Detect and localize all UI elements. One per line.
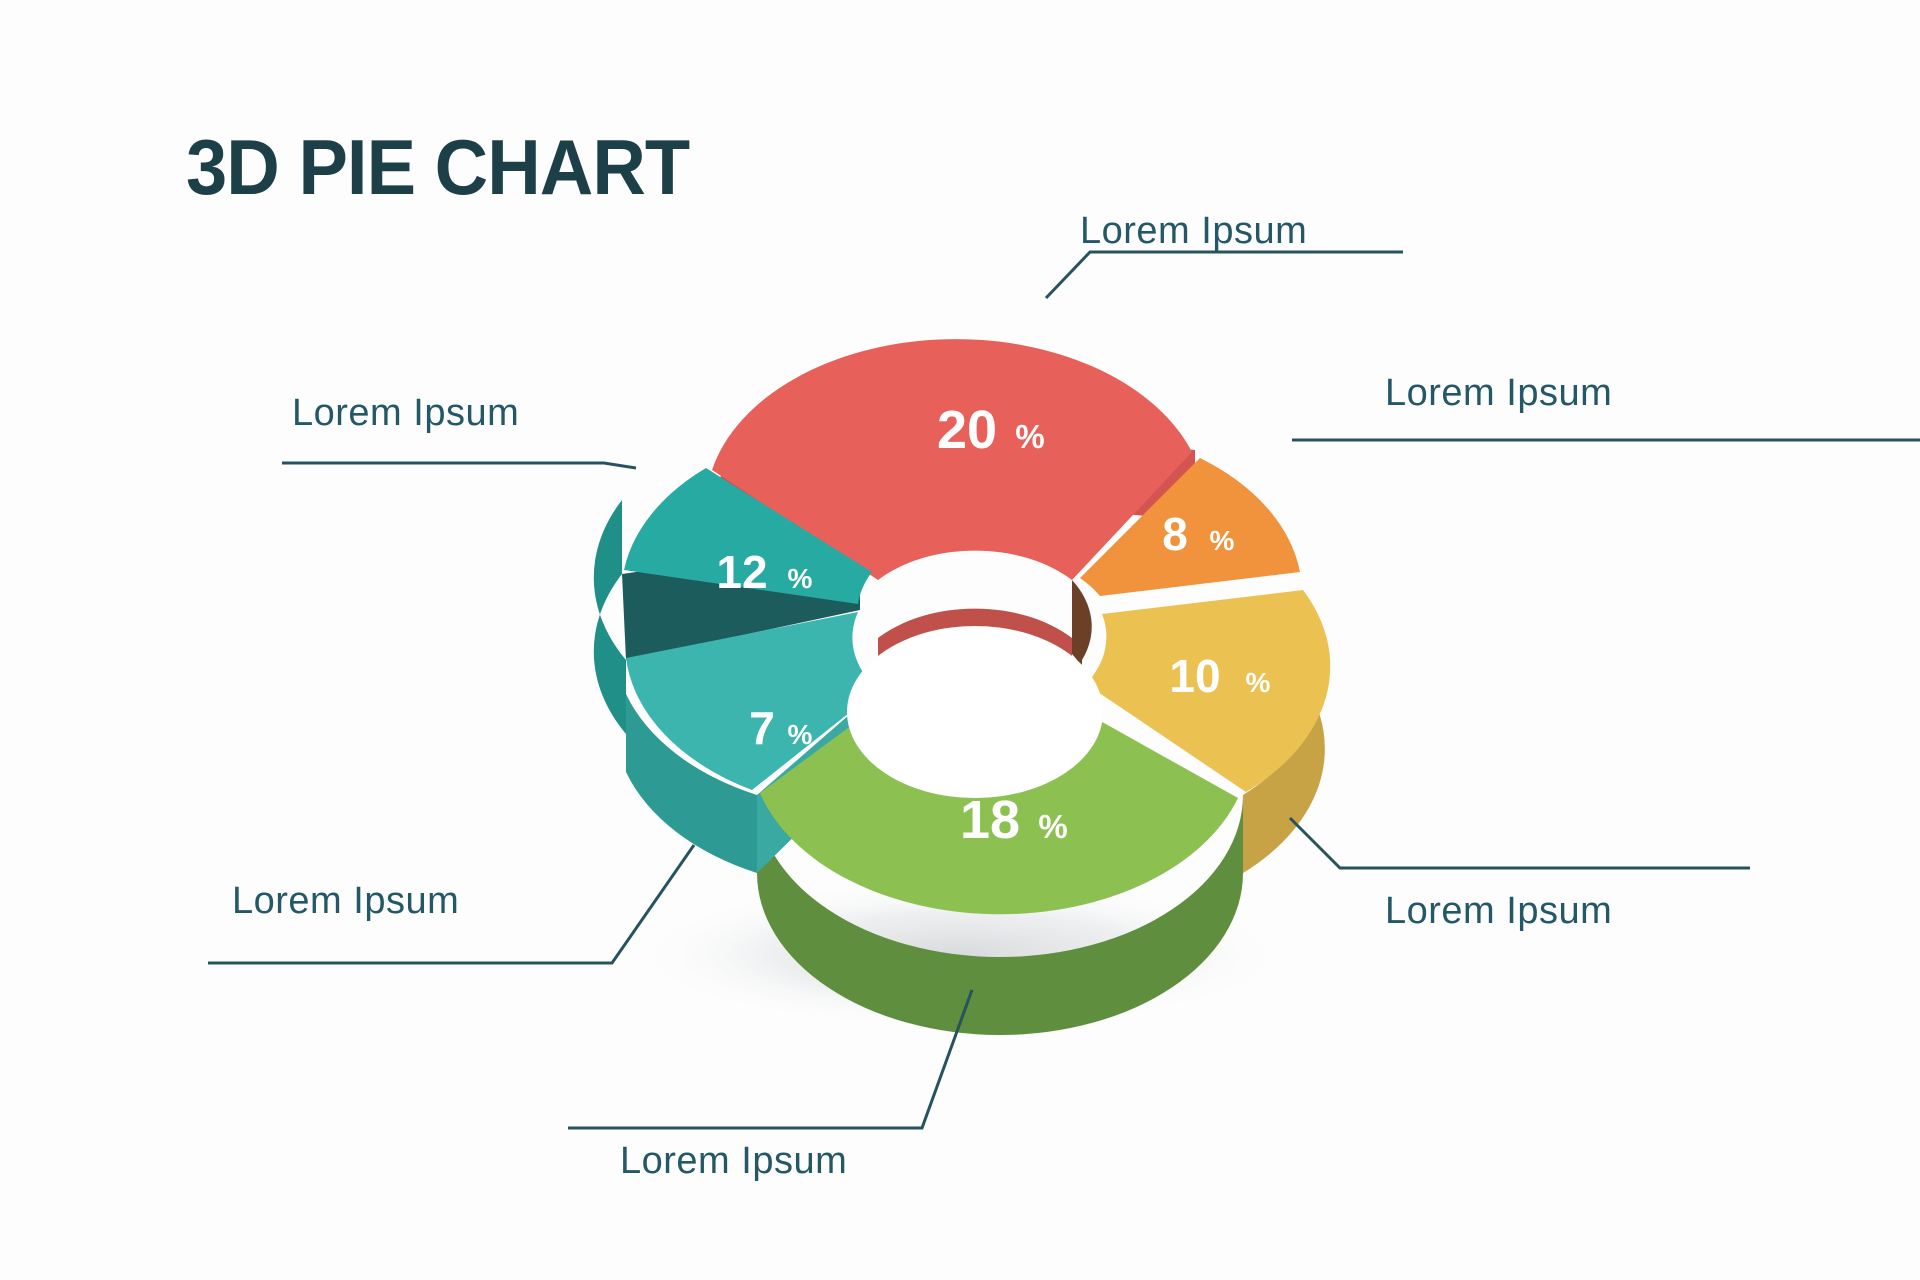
leader-lines bbox=[208, 250, 1920, 1130]
callout-label-right-lower: Lorem Ipsum bbox=[1385, 890, 1613, 932]
callout-label-left-upper: Lorem Ipsum bbox=[292, 392, 520, 434]
leader-line-left-lower bbox=[208, 844, 696, 965]
slice-teal12-outer-wall bbox=[593, 500, 626, 734]
slice-value-red: 20 % bbox=[937, 400, 1045, 460]
slice-teal12-top bbox=[624, 468, 872, 604]
slice-value-yellow: 10 % bbox=[1169, 650, 1270, 702]
slice-orange-top bbox=[1080, 458, 1300, 596]
slice-value-orange-number: 8 bbox=[1162, 508, 1188, 560]
slice-value-teal7-percent: % bbox=[788, 719, 813, 750]
leader-line-left-upper bbox=[282, 461, 637, 470]
slice-value-orange: 8 % bbox=[1162, 508, 1234, 560]
slice-value-red-number: 20 bbox=[937, 400, 997, 460]
slice-teal7-top bbox=[626, 612, 878, 790]
donut-hole bbox=[847, 626, 1103, 798]
slice-value-orange-percent: % bbox=[1210, 525, 1235, 556]
callout-label-left-lower: Lorem Ipsum bbox=[232, 880, 460, 922]
callout-label-right-upper: Lorem Ipsum bbox=[1385, 372, 1613, 414]
slice-teal7-outer-wall bbox=[626, 694, 757, 873]
slice-value-teal12: 12 % bbox=[716, 546, 812, 598]
callout-label-top-right: Lorem Ipsum bbox=[1080, 210, 1308, 252]
slice-yellow-top bbox=[1086, 590, 1331, 792]
slice-value-teal12-percent: % bbox=[788, 563, 813, 594]
slice-value-teal7-number: 7 bbox=[749, 702, 775, 754]
leader-line-bottom bbox=[568, 989, 974, 1130]
slice-value-green: 18 % bbox=[960, 790, 1068, 850]
slice-value-teal7: 7 % bbox=[749, 702, 812, 754]
leader-line-right-lower bbox=[1288, 816, 1750, 870]
slice-value-yellow-number: 10 bbox=[1169, 650, 1220, 702]
page-title: 3D PIE CHART bbox=[186, 123, 690, 211]
slice-green-outer-wall bbox=[757, 795, 1243, 1035]
leader-line-top-right bbox=[1044, 250, 1403, 300]
slice-value-green-number: 18 bbox=[960, 790, 1020, 850]
slice-red-top bbox=[712, 339, 1192, 580]
callout-label-bottom: Lorem Ipsum bbox=[620, 1140, 848, 1182]
slice-value-red-percent: % bbox=[1015, 418, 1044, 455]
slice-value-yellow-percent: % bbox=[1246, 667, 1271, 698]
slice-value-green-percent: % bbox=[1038, 808, 1067, 845]
slice-value-teal12-number: 12 bbox=[716, 546, 767, 598]
